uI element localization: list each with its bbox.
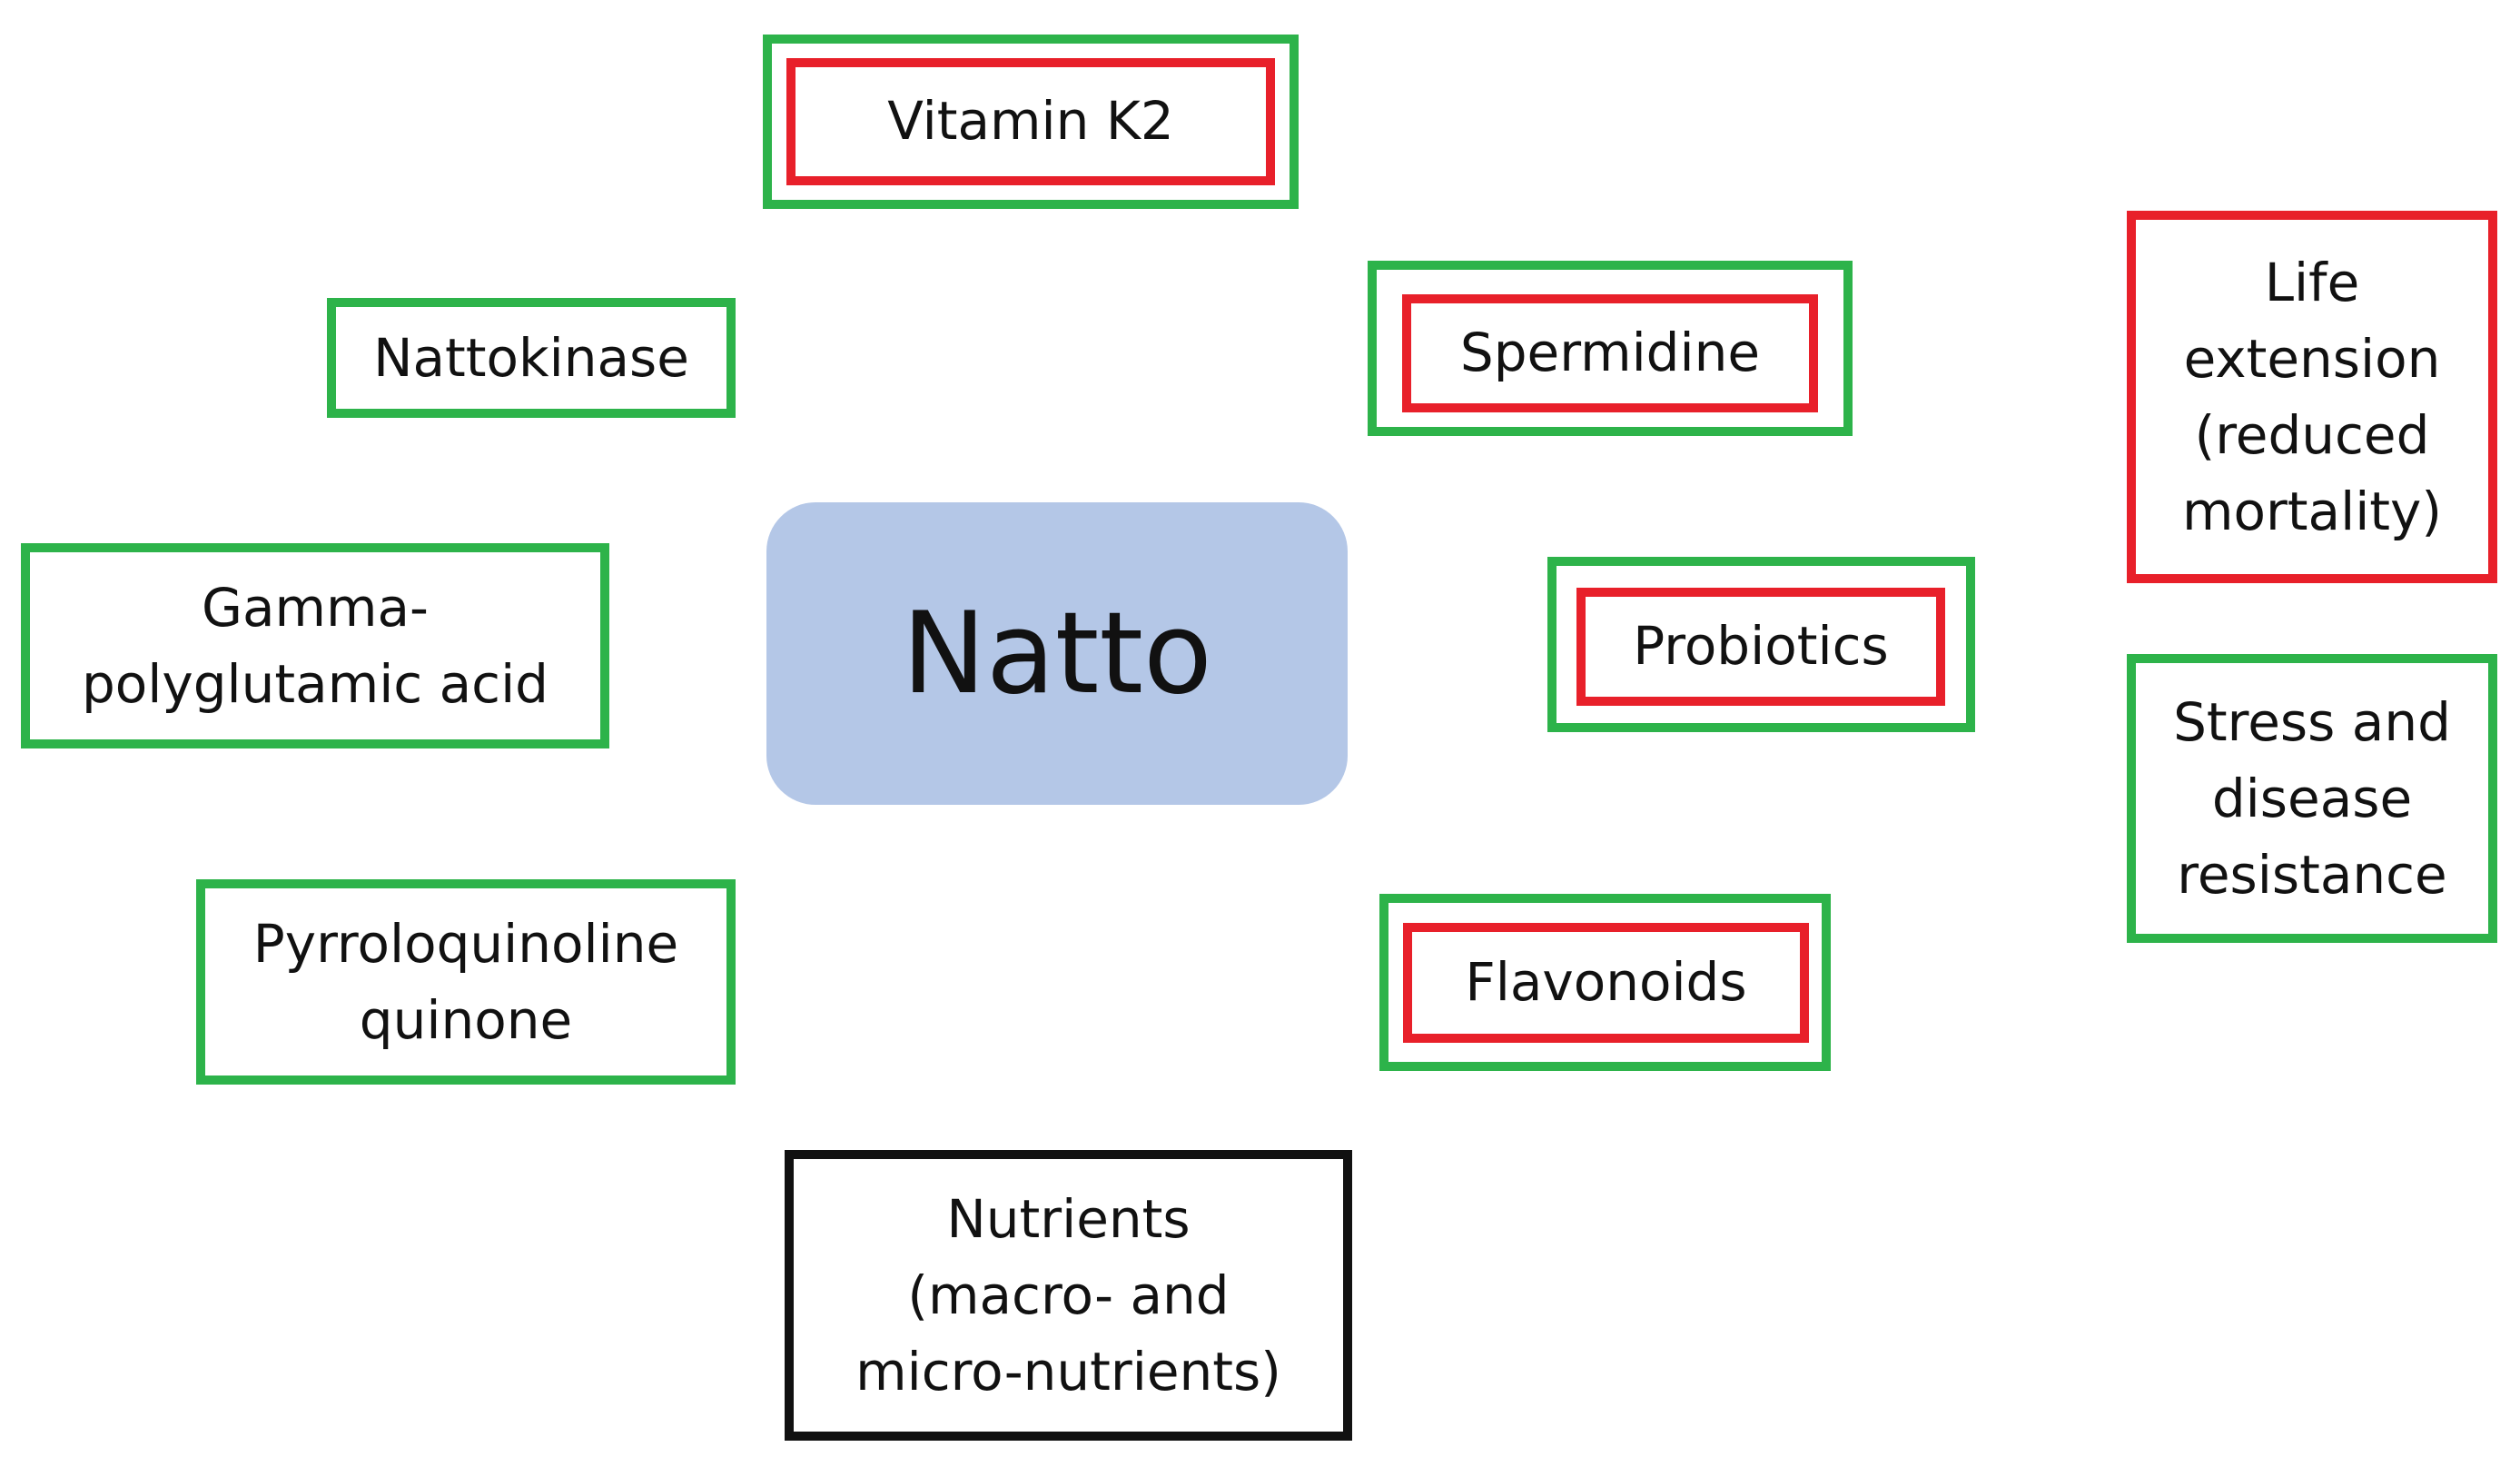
flavonoids-label: Flavonoids: [1465, 951, 1747, 1014]
spermidine-inner-box: Spermidine: [1402, 294, 1818, 412]
probiotics-box: Probiotics: [1547, 557, 1975, 732]
nattokinase-box: Nattokinase: [327, 298, 736, 418]
gamma-polyglutamic-acid-label: Gamma- polyglutamic acid: [81, 576, 548, 715]
probiotics-label: Probiotics: [1633, 615, 1889, 678]
life-extension-box: Life extension (reduced mortality): [2127, 211, 2497, 583]
spermidine-label: Spermidine: [1459, 322, 1761, 384]
pyrroloquinoline-quinone-box: Pyrroloquinoline quinone: [196, 879, 736, 1085]
vitamin-k2-inner-box: Vitamin K2: [786, 58, 1275, 185]
vitamin-k2-box: Vitamin K2: [763, 35, 1299, 209]
natto-label: Natto: [902, 588, 1212, 719]
flavonoids-box: Flavonoids: [1379, 894, 1831, 1071]
natto-center-node: Natto: [766, 502, 1348, 805]
pyrroloquinoline-quinone-label: Pyrroloquinoline quinone: [252, 912, 679, 1051]
probiotics-inner-box: Probiotics: [1576, 588, 1945, 706]
life-extension-label: Life extension (reduced mortality): [2181, 251, 2443, 543]
stress-disease-resistance-box: Stress and disease resistance: [2127, 654, 2497, 943]
stress-disease-resistance-label: Stress and disease resistance: [2173, 690, 2451, 907]
gamma-polyglutamic-acid-box: Gamma- polyglutamic acid: [21, 543, 609, 748]
spermidine-box: Spermidine: [1368, 261, 1853, 436]
vitamin-k2-label: Vitamin K2: [887, 90, 1174, 153]
nattokinase-label: Nattokinase: [373, 326, 689, 389]
flavonoids-inner-box: Flavonoids: [1403, 923, 1809, 1043]
nutrients-label: Nutrients (macro- and micro-nutrients): [855, 1187, 1281, 1403]
nutrients-box: Nutrients (macro- and micro-nutrients): [785, 1150, 1352, 1441]
